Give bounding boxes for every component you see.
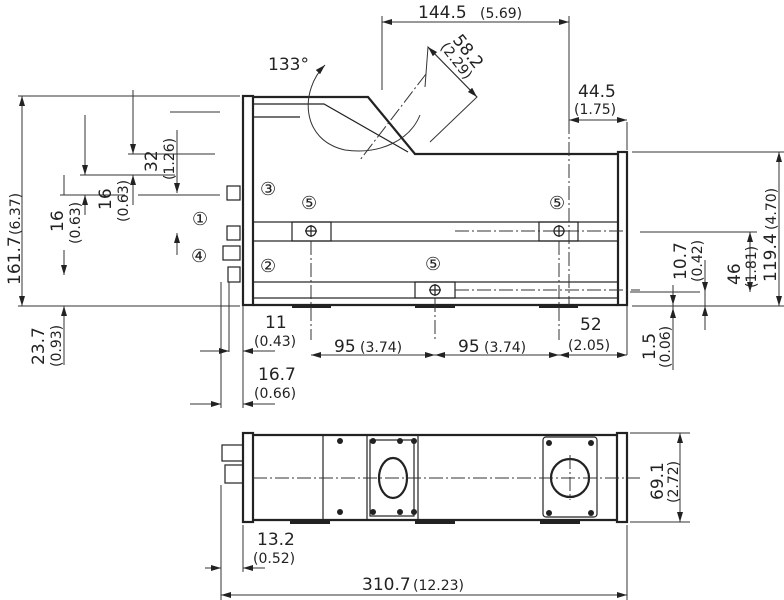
dim-44-5-in: (1.75) [574,102,616,118]
dim-161-7-in: (6.37) [8,193,24,235]
callout-2: ② [260,256,276,277]
dim-11-in: (0.43) [254,334,296,350]
dim-16-in: (0.63) [68,202,84,244]
dim-119-4-in: (4.70) [764,188,780,230]
callout-4: ④ [191,246,207,267]
dim-11: 11 [265,313,287,333]
dim-1-5: 1.5 [640,333,660,360]
dim-16: 16 [48,210,68,232]
dim-95: 95 [458,337,480,357]
dim-23-7-in: (0.93) [49,325,65,367]
callout-3: ③ [260,179,276,200]
dim-16-7-in: (0.66) [254,386,296,402]
dim-310-7: 310.7 [362,575,411,595]
foot [539,305,578,308]
dim-23-7: 23.7 [29,327,49,365]
dim-13-2-in: (0.52) [253,551,295,567]
dim-10-7-in: (0.42) [690,240,706,282]
callout-5: ⑤ [425,254,441,275]
dim-16-7: 16.7 [258,365,296,385]
dim-310-7-in: (12.23) [413,578,464,594]
callout-1: ① [192,209,208,230]
left-end-plate [241,94,255,307]
callout-5: ⑤ [549,193,565,214]
dim-95-in: (3.74) [484,340,526,356]
dim-44-5: 44.5 [578,82,616,102]
foot [292,305,331,308]
dim-16: 16 [96,188,116,210]
dim-95-in: (3.74) [360,340,402,356]
dim-144-5-in: (5.69) [480,6,522,22]
dim-119-4: 119.4 [761,233,781,282]
right-end-plate [616,150,629,307]
dim-69-1-in: (2.72) [666,461,682,503]
dim-95: 95 [334,337,356,357]
dim-1-5-in: (0.06) [658,326,674,368]
dim-32: 32 [142,150,162,172]
dim-32-in: (1.26) [162,138,178,180]
dim-69-1: 69.1 [648,462,668,500]
callout-5: ⑤ [301,193,317,214]
housing-inner-edge [253,103,409,153]
dim-144-5: 144.5 [418,3,467,23]
dim-16-in: (0.63) [116,180,132,222]
dim-161-7: 161.7 [5,236,25,285]
dim-46-in: (1.81) [744,246,760,288]
dim-13-2: 13.2 [257,530,295,550]
housing-top-edge [253,95,618,156]
dim-10-7: 10.7 [671,242,691,280]
dim-52: 52 [580,315,602,335]
connector-icon [222,185,241,283]
top-view [221,431,640,524]
connector-icon [224,464,244,484]
angle-133: 133° [268,55,309,75]
connector-icon [221,444,244,462]
dim-46: 46 [725,263,745,285]
front-view [222,16,640,340]
dim-52-in: (2.05) [568,338,610,354]
